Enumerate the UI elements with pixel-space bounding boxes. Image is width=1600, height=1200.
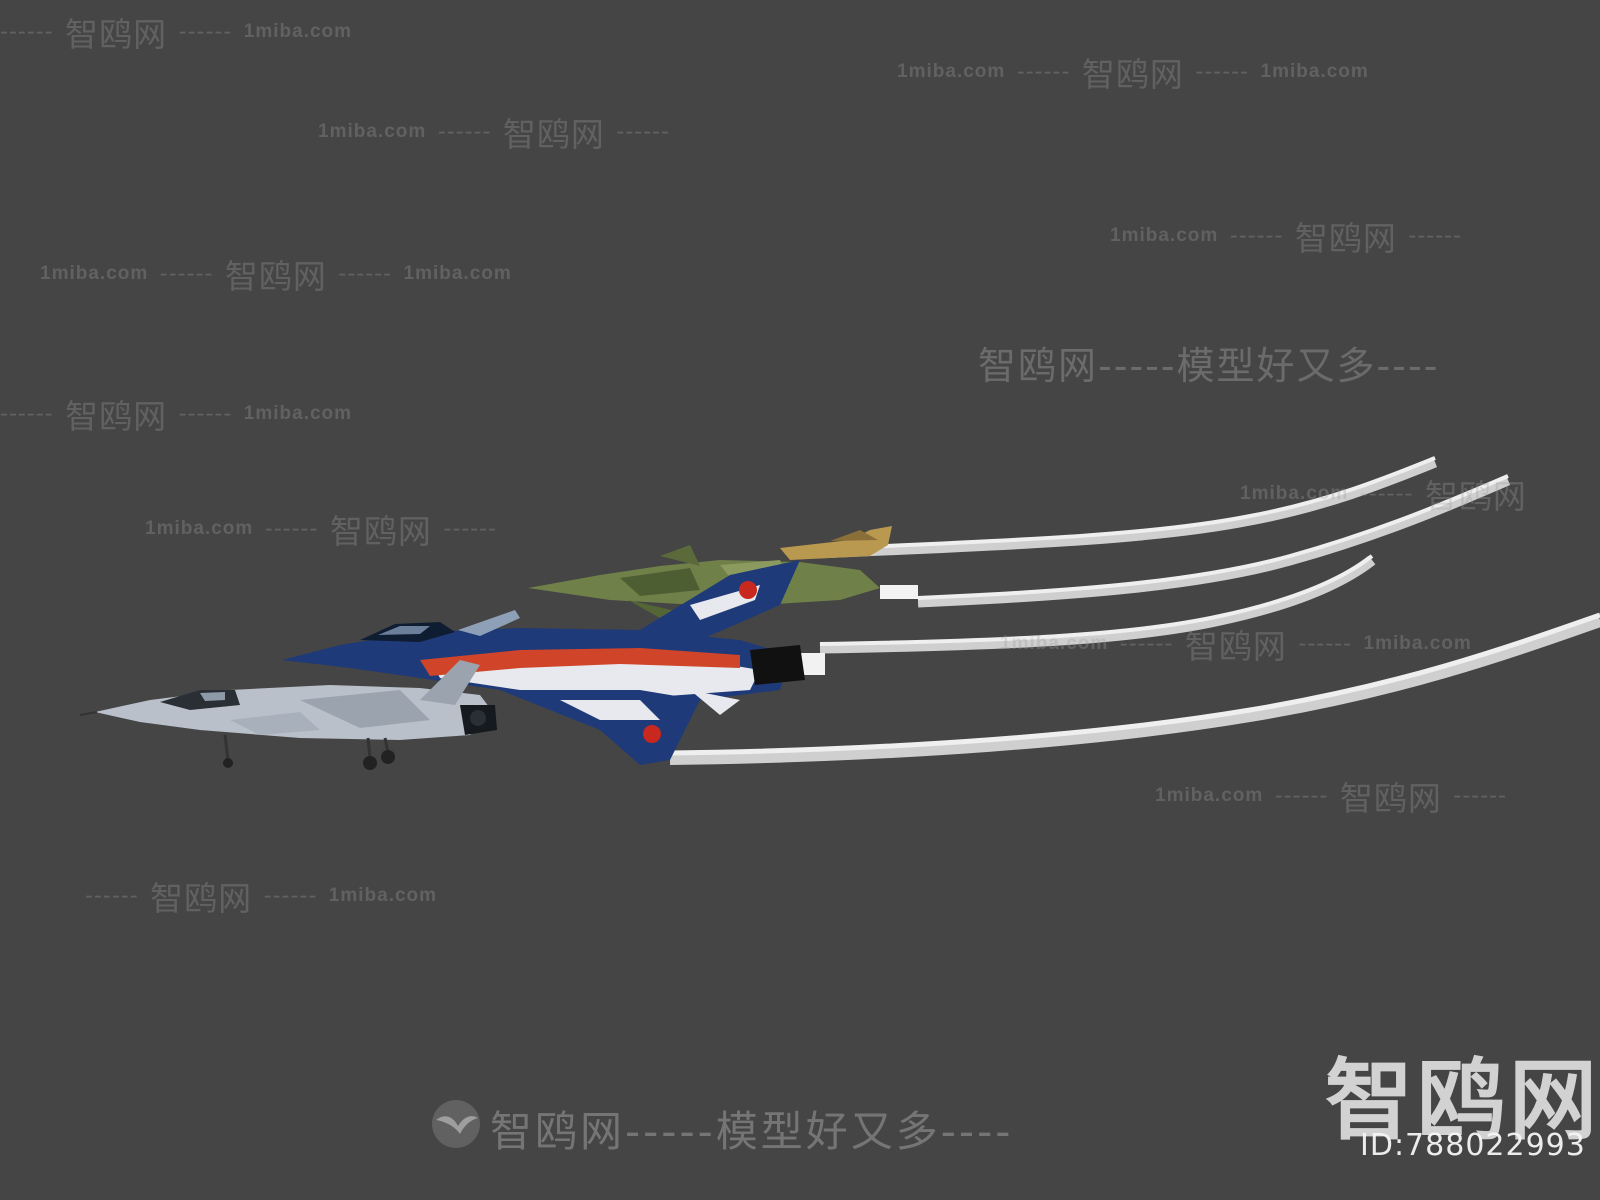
watermark-dash: ------ <box>85 883 139 909</box>
watermark-dash: ------ <box>1408 223 1463 249</box>
watermark-site: 1miba.com <box>1110 225 1219 246</box>
watermark-site: 1miba.com <box>328 885 438 906</box>
jet-gray-icon <box>79 660 497 770</box>
watermark-site: 1miba.com <box>243 21 353 42</box>
watermark-site: 1miba.com <box>40 263 149 284</box>
watermark-site: 1miba.com <box>1155 785 1264 806</box>
watermark-dash: ------ <box>0 19 54 45</box>
watermark-site: 1miba.com <box>897 61 1006 82</box>
watermark-dash: ------ <box>1298 631 1353 657</box>
watermark-site: 1miba.com <box>1240 483 1349 504</box>
jet-blue-red-icon <box>282 560 805 765</box>
watermark: ------ 智鸥网 ------ 1miba.com <box>0 8 352 56</box>
watermark-brand: 智鸥网 <box>65 15 168 54</box>
brand-logo-text: 智鸥网 <box>1325 1049 1600 1152</box>
jet-camo-tan-icon <box>780 526 892 560</box>
watermark-dash: ------ <box>1274 783 1329 809</box>
watermark-dash: ------ <box>264 516 319 542</box>
watermark-site: 1miba.com <box>1363 633 1472 654</box>
watermark-site: 1miba.com <box>145 518 254 539</box>
watermark-brand: 智鸥网 <box>1294 219 1397 258</box>
watermark: 1miba.com ------ 智鸥网 ------ <box>1155 772 1507 820</box>
watermark: 1miba.com ------ 智鸥网 ------ <box>145 505 497 553</box>
watermark-brand: 智鸥网 <box>1339 779 1442 818</box>
watermark-dash: ------ <box>437 119 492 145</box>
watermark-brand: 智鸥网 <box>224 257 327 296</box>
watermark: 1miba.com ------ 智鸥网 ------ <box>1110 212 1462 260</box>
watermark-site: 1miba.com <box>318 121 427 142</box>
watermark-site: 1miba.com <box>243 403 353 424</box>
watermark-dash: ------ <box>1119 631 1174 657</box>
watermark-brand: 智鸥网 <box>150 879 253 918</box>
watermark-dash: ------ <box>0 401 54 427</box>
watermark-dash: ------ <box>159 261 214 287</box>
watermark-dash: ------ <box>616 119 671 145</box>
watermark-dash: ------ <box>178 401 233 427</box>
smoke-trail-icon <box>669 456 1600 765</box>
watermark-dash: ------ <box>1195 59 1250 85</box>
footer-slogan: 智鸥网-----模型好又多---- <box>490 1107 1014 1156</box>
asset-id: ID:788022993 <box>1360 1128 1586 1163</box>
watermark: 1miba.com ------ 智鸥网 ------ 1miba.com <box>897 48 1369 96</box>
watermark-site: 1miba.com <box>1260 61 1369 82</box>
watermark: ------ 智鸥网 ------ 1miba.com <box>85 872 437 920</box>
watermark-brand: 智鸥网 <box>1184 627 1287 666</box>
watermark-brand: 智鸥网 <box>65 397 168 436</box>
watermark-site: 1miba.com <box>403 263 512 284</box>
watermark-dash: ------ <box>443 516 498 542</box>
watermark: 1miba.com ------ 智鸥网 ------ 1miba.com <box>40 250 512 298</box>
watermark-brand: 智鸥网 <box>329 512 432 551</box>
watermark-dash: ------ <box>1229 223 1284 249</box>
watermark-dash: ------ <box>338 261 393 287</box>
watermark-brand: 智鸥网 <box>502 115 605 154</box>
watermark-dash: ------ <box>1016 59 1071 85</box>
watermark-slogan: 智鸥网-----模型好又多---- <box>978 344 1440 388</box>
watermark-brand: 智鸥网 <box>1424 477 1527 516</box>
watermark: 1miba.com ------ 智鸥网 <box>1240 470 1527 518</box>
watermark: 1miba.com ------ 智鸥网 ------ <box>318 108 670 156</box>
watermark: ------ 智鸥网 ------ 1miba.com <box>0 390 352 438</box>
watermark-dash: ------ <box>263 883 318 909</box>
watermark-dash: ------ <box>1453 783 1508 809</box>
watermark-dash: ------ <box>178 19 233 45</box>
watermark-dash: ------ <box>1359 481 1414 507</box>
watermark-site: 1miba.com <box>1000 633 1109 654</box>
watermark-brand: 智鸥网 <box>1081 55 1184 94</box>
watermark: 1miba.com ------ 智鸥网 ------ 1miba.com <box>1000 620 1472 668</box>
seagull-logo-icon <box>432 1100 480 1148</box>
